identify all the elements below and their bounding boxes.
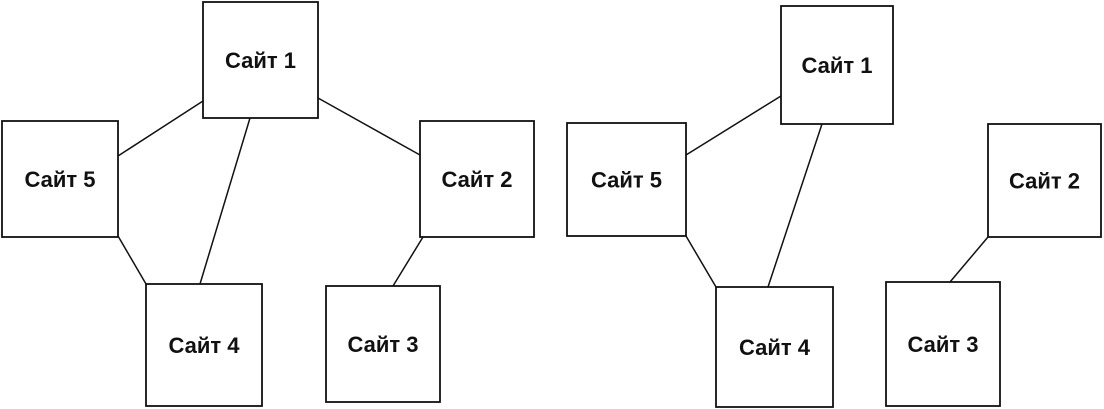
node-label: Сайт 2 xyxy=(441,167,512,192)
edge-s5-s4 xyxy=(685,235,717,288)
node-s4: Сайт 4 xyxy=(715,286,834,408)
edge-s1-s5 xyxy=(685,95,782,156)
node-box xyxy=(780,5,894,125)
edge-s1-s4 xyxy=(767,123,823,288)
node-s2: Сайт 2 xyxy=(419,120,535,238)
node-s5: Сайт 5 xyxy=(566,122,687,237)
node-label: Сайт 5 xyxy=(591,168,662,193)
node-box xyxy=(885,281,1001,407)
node-label: Сайт 2 xyxy=(1009,169,1080,194)
node-s3: Сайт 3 xyxy=(885,281,1001,407)
edge-s2-s3 xyxy=(949,236,989,283)
node-label: Сайт 4 xyxy=(739,335,811,360)
node-box xyxy=(566,122,687,237)
node-s2: Сайт 2 xyxy=(987,123,1102,238)
node-label: Сайт 3 xyxy=(907,332,978,357)
edge-s5-s4 xyxy=(117,235,147,285)
node-s3: Сайт 3 xyxy=(325,285,441,403)
node-s5: Сайт 5 xyxy=(1,120,119,238)
node-box xyxy=(1,120,119,238)
node-s4: Сайт 4 xyxy=(145,283,263,407)
node-label: Сайт 5 xyxy=(24,167,95,192)
diagram-1: Сайт 1 Сайт 2 Сайт 3 Сайт 4 Сайт 5 xyxy=(1,1,535,407)
node-box xyxy=(325,285,441,403)
edge-s2-s3 xyxy=(392,236,424,287)
node-label: Сайт 1 xyxy=(801,53,872,78)
edge-s1-s4 xyxy=(199,117,251,285)
node-label: Сайт 1 xyxy=(225,48,296,73)
node-box xyxy=(715,286,834,408)
node-label: Сайт 4 xyxy=(168,333,240,358)
node-box xyxy=(202,1,319,119)
node-box xyxy=(987,123,1102,238)
diagram-2: Сайт 1 Сайт 2 Сайт 3 Сайт 4 Сайт 5 xyxy=(566,5,1102,408)
node-s1: Сайт 1 xyxy=(780,5,894,125)
node-box xyxy=(419,120,535,238)
node-s1: Сайт 1 xyxy=(202,1,319,119)
node-box xyxy=(145,283,263,407)
edge-s1-s2 xyxy=(317,97,421,156)
edge-s1-s5 xyxy=(117,100,204,157)
node-label: Сайт 3 xyxy=(347,332,418,357)
